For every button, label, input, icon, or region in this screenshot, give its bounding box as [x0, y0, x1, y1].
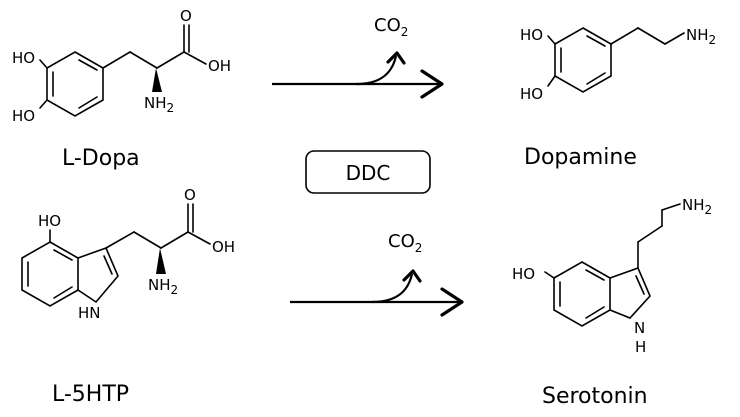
serotonin-ho-label: HO	[512, 265, 535, 283]
l-dopa-o-label: O	[180, 7, 192, 25]
serotonin-caption: Serotonin	[542, 384, 648, 409]
serotonin-h-label: H	[635, 338, 646, 356]
serotonin-nh2-label: NH2	[682, 196, 712, 217]
enzyme-box: DDC	[305, 150, 431, 194]
l-5htp-nh2-label: NH2	[148, 276, 178, 297]
l-dopa-oh-label: OH	[208, 57, 231, 75]
l-5htp-hn-label: HN	[78, 304, 101, 322]
dopamine-structure: HO HO NH2	[520, 26, 716, 103]
bottom-reaction-arrow	[290, 269, 464, 317]
l-dopa-structure: HO HO O OH NH2	[12, 7, 231, 125]
dopamine-caption: Dopamine	[524, 145, 637, 170]
dopamine-ho-top-label: HO	[520, 26, 543, 44]
serotonin-structure: HO N H NH2	[512, 196, 712, 356]
l-5htp-ho-label: HO	[38, 212, 61, 230]
l-dopa-ho-top-label: HO	[12, 49, 35, 67]
dopamine-ho-bottom-label: HO	[520, 85, 543, 103]
l-5htp-structure: HO HN O OH NH2	[21, 186, 235, 322]
bottom-co2-label: CO2	[388, 231, 422, 255]
l-dopa-caption: L-Dopa	[62, 146, 140, 171]
enzyme-label: DDC	[346, 161, 391, 185]
serotonin-n-label: N	[634, 319, 645, 337]
l-5htp-o-label: O	[184, 186, 196, 204]
dopamine-nh2-label: NH2	[686, 26, 716, 47]
l-5htp-caption: L-5HTP	[52, 382, 129, 407]
l-dopa-ho-bottom-label: HO	[12, 107, 35, 125]
l-5htp-oh-label: OH	[212, 238, 235, 256]
top-reaction-arrow	[272, 51, 444, 99]
top-co2-label: CO2	[374, 15, 408, 39]
l-dopa-nh2-label: NH2	[144, 94, 174, 115]
